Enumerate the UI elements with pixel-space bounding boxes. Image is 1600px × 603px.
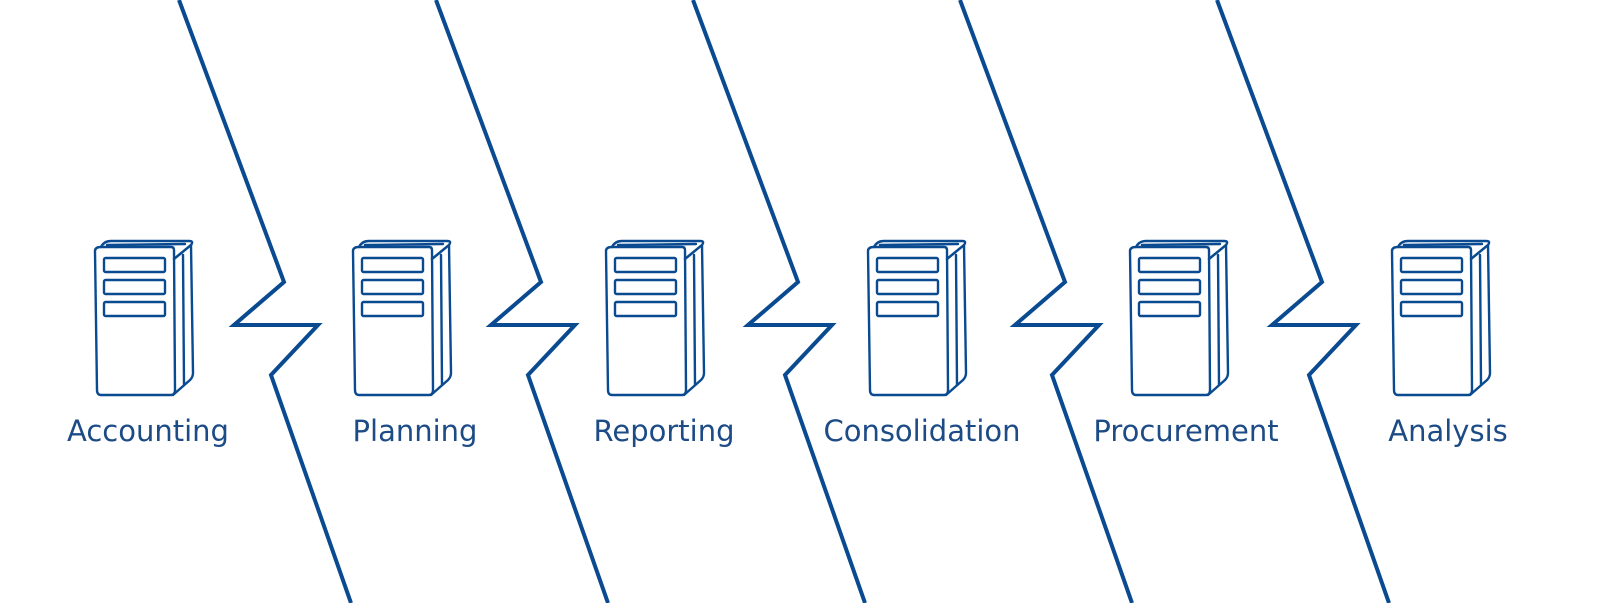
system-label: Analysis (1388, 414, 1507, 448)
server-icon (1390, 239, 1492, 397)
server-icon (1128, 239, 1230, 397)
system-procurement: Procurement (1093, 239, 1279, 448)
system-label: Reporting (594, 414, 735, 448)
system-label: Planning (353, 414, 478, 448)
system-list: Accounting Planning Reporting Consolidation… (67, 239, 1508, 448)
system-consolidation: Consolidation (823, 239, 1021, 448)
divider-line (434, 0, 610, 603)
divider-line (691, 0, 867, 603)
server-icon (866, 239, 968, 397)
divider-line (177, 0, 353, 603)
system-reporting: Reporting (594, 239, 735, 448)
divider-line (1215, 0, 1391, 603)
system-label: Accounting (67, 414, 229, 448)
system-analysis: Analysis (1388, 239, 1508, 448)
divider-lines (177, 0, 1391, 603)
server-icon (93, 239, 195, 397)
system-label: Procurement (1093, 414, 1278, 448)
divider-line (958, 0, 1134, 603)
system-label: Consolidation (823, 414, 1020, 448)
server-icon (351, 239, 453, 397)
system-accounting: Accounting (67, 239, 229, 448)
server-icon (604, 239, 706, 397)
system-planning: Planning (351, 239, 478, 448)
